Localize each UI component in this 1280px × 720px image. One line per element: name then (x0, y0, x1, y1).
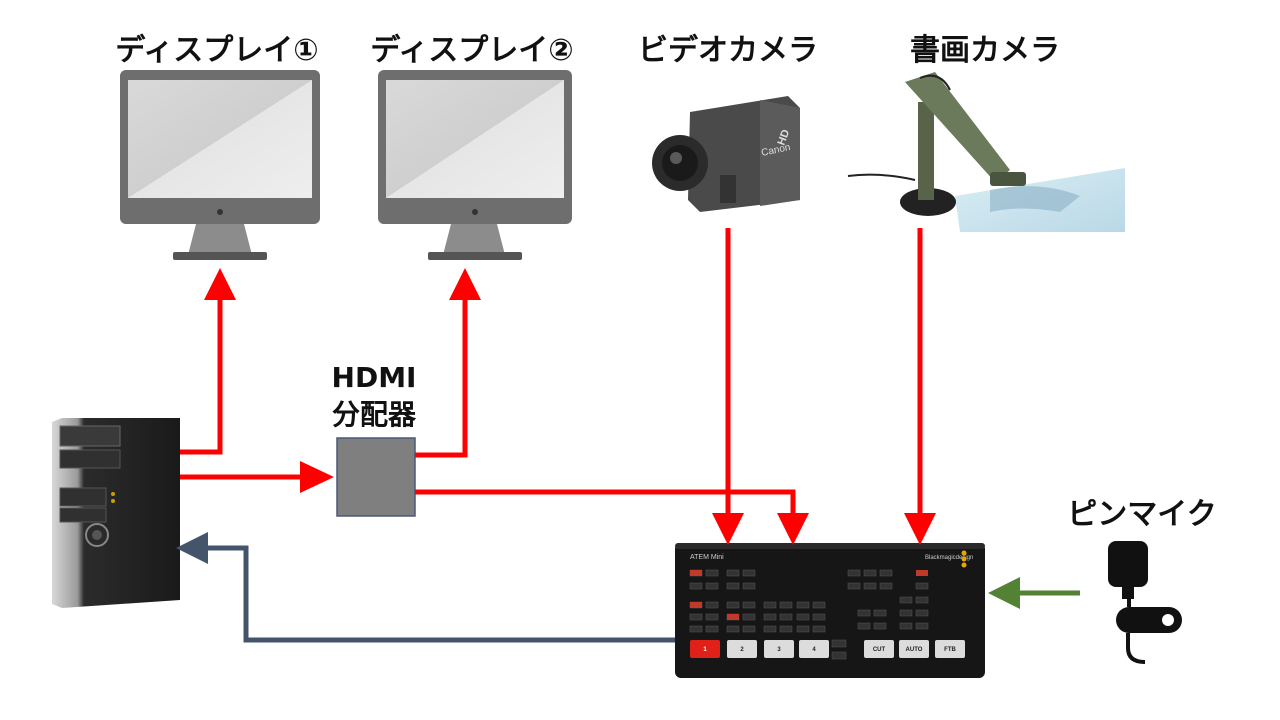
switcher-input-arrowhead-3 (904, 513, 936, 545)
switcher-to-pc-line (206, 545, 675, 643)
switcher-input-arrowhead-2 (777, 513, 809, 545)
switcher-mic-arrowhead (988, 577, 1020, 609)
switcher-input3-button (764, 640, 794, 658)
pc-to-display1-line (180, 298, 223, 455)
red-signal-lines (180, 228, 923, 516)
splitter-to-switcher-line (415, 489, 796, 516)
switcher-cut-label: CUT (873, 647, 886, 653)
switcher-auto-button (899, 640, 929, 658)
splitter-to-display2-line (415, 298, 468, 458)
video-camera: Canon HD (646, 82, 810, 222)
display2-monitor (378, 70, 572, 260)
switcher-ftb-button (935, 640, 965, 658)
switcher-input1-label: 1 (703, 647, 707, 653)
video-camera-label: ビデオカメラ (638, 33, 818, 68)
switcher-cut-button (864, 640, 894, 658)
switcher-auto-label: AUTO (906, 647, 923, 653)
document-camera-label: 書画カメラ (910, 33, 1060, 68)
switcher-input3-label: 3 (777, 647, 781, 653)
switcher-input1-button (690, 640, 720, 658)
display2-label: ディスプレイ② (370, 33, 573, 68)
display1-arrowhead (204, 268, 236, 300)
pin-mic-label: ピンマイク (1067, 497, 1216, 532)
switcher-input4-label: 4 (812, 647, 816, 653)
hdmi-splitter (336, 437, 416, 517)
splitter-arrowhead (300, 461, 334, 493)
switcher-input4-button (799, 640, 829, 658)
display1-monitor (120, 70, 320, 260)
switcher-input-arrowhead-1 (712, 513, 744, 545)
display1-label: ディスプレイ① (115, 33, 318, 68)
pin-mic (1108, 541, 1182, 664)
hdmi-splitter-label-line1: HDMI (332, 361, 417, 394)
pc-tower (52, 418, 180, 608)
atem-mini-switcher: ATEM Mini Blackmagicdesign (675, 543, 985, 678)
switcher-brand-label: Blackmagicdesign (925, 555, 973, 561)
switcher-input2-button (727, 640, 757, 658)
document-camera (847, 72, 1125, 232)
switcher-model-label: ATEM Mini (690, 554, 724, 561)
camcorder-hd-badge: HD (776, 128, 793, 147)
hdmi-splitter-label-line2: 分配器 (332, 398, 417, 431)
display2-arrowhead (449, 268, 481, 300)
switcher-ftb-label: FTB (944, 647, 956, 653)
pc-input-arrowhead (176, 532, 208, 564)
switcher-input2-label: 2 (740, 647, 744, 653)
